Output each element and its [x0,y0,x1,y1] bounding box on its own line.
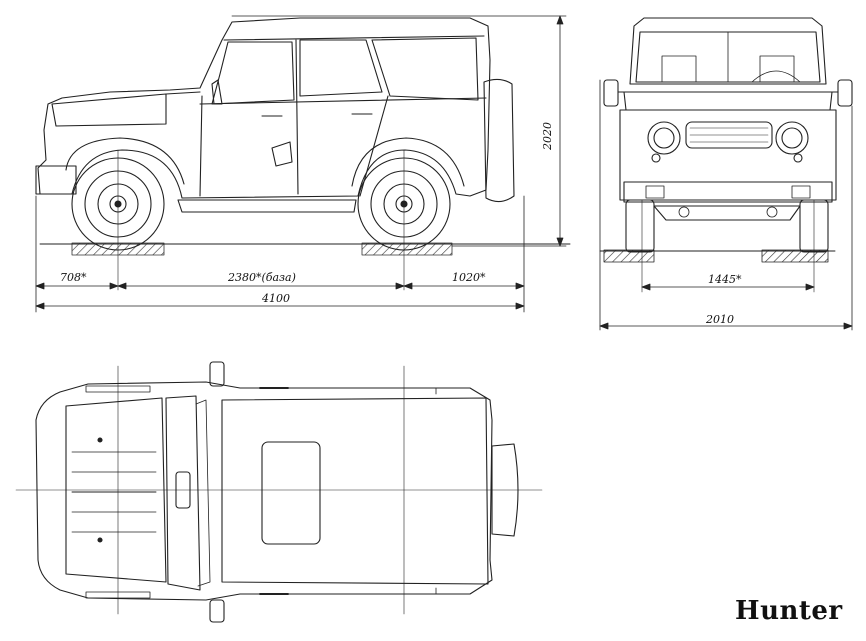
hood-top [65,397,167,583]
dim-overall-width: 2010 [705,313,734,326]
ground-hatch-left [603,249,655,263]
belt-line [199,97,487,105]
grille [685,121,773,149]
window-front-door [211,41,295,105]
steering-wheel [751,70,801,83]
seat-right [759,55,795,83]
front-door-edge [199,95,203,197]
spare-wheel [483,78,515,203]
dim-overall-length: 4100 [261,292,290,305]
body-outline [37,17,491,199]
front-axle [653,205,801,221]
front-cab [629,17,827,85]
hood-panel [51,93,167,127]
seat-left [661,55,697,83]
fuel-door [271,141,293,167]
ground-hatch-rear [361,242,453,256]
front-fender [65,137,185,185]
front-view: 1445* 2010 [599,17,853,331]
mirror-right [837,79,853,107]
turn-light-left [651,153,661,163]
rear-fender [351,137,465,187]
mirror-top-left [209,361,225,387]
headlight-left [647,121,681,155]
ground-hatch-right [761,249,829,263]
window-rear-side [371,37,479,101]
dim-height: 2020 [541,122,554,151]
window-rear-door [299,39,383,97]
frame-rail [177,199,357,213]
front-bumper-f [623,181,833,203]
headlight-right [775,121,809,155]
front-dimension-lines [599,79,853,331]
front-wheel-left [625,199,655,253]
side-dimension-lines [35,15,567,313]
windshield-edge [195,399,211,587]
cowl [165,395,201,591]
front-bumper [35,165,77,195]
roof-top [221,397,489,585]
roof-line [223,35,485,41]
dim-rear-overhang: 1020* [452,271,486,284]
mirror-top-right [209,599,225,623]
hood-front [623,91,833,111]
top-view [15,361,543,623]
cowl-vent [175,471,191,509]
mirror-left [603,79,619,107]
front-body [619,109,837,201]
windshield [635,31,821,83]
dim-track: 1445* [708,273,742,286]
roof-hatch [261,441,321,545]
top-outline [35,381,493,601]
turn-light-right [793,153,803,163]
side-view: 708* 2380*(база) 1020* 4100 2020 [35,15,571,313]
dim-wheelbase: 2380*(база) [227,271,296,284]
side-mirror [211,79,223,105]
dim-front-overhang: 708* [60,271,87,284]
model-title: Hunter [735,596,843,626]
spare-wheel-top [491,443,519,537]
